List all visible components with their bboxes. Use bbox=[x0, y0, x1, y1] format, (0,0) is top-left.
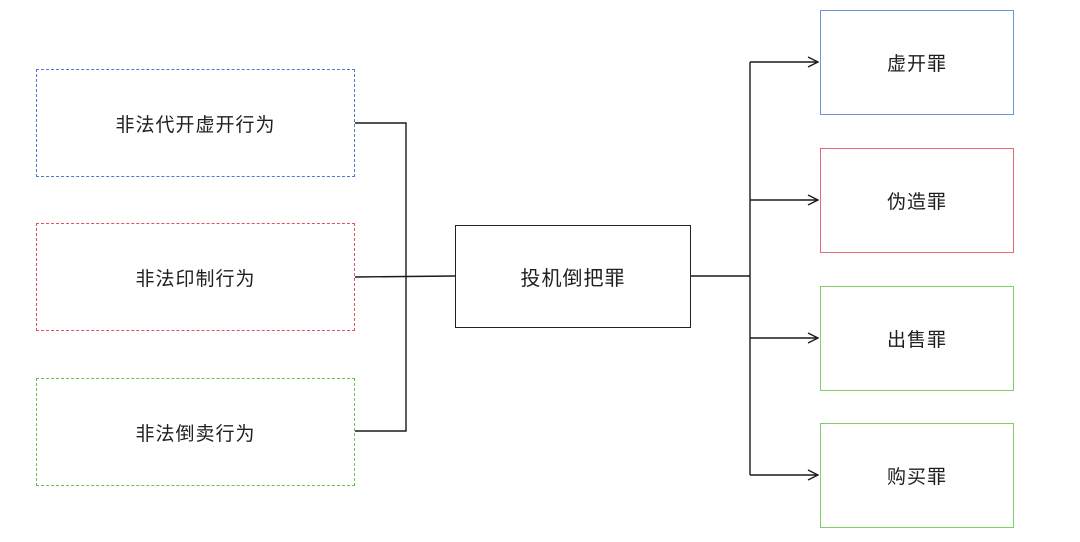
node-forgery-crime: 伪造罪 bbox=[820, 148, 1014, 253]
node-label: 非法倒卖行为 bbox=[135, 422, 256, 445]
node-label: 投机倒把罪 bbox=[520, 266, 626, 290]
node-illegal-printing-behavior: 非法印制行为 bbox=[36, 223, 355, 331]
node-buying-crime: 购买罪 bbox=[820, 423, 1014, 528]
node-false-issuing-crime: 虚开罪 bbox=[820, 10, 1014, 115]
node-label: 伪造罪 bbox=[886, 191, 947, 213]
node-illegal-issuing-behavior: 非法代开虚开行为 bbox=[36, 69, 355, 177]
node-label: 虚开罪 bbox=[886, 53, 947, 75]
node-selling-crime: 出售罪 bbox=[820, 286, 1014, 391]
node-illegal-reselling-behavior: 非法倒卖行为 bbox=[36, 378, 355, 486]
node-speculation-crime: 投机倒把罪 bbox=[455, 225, 691, 328]
node-label: 非法代开虚开行为 bbox=[115, 113, 276, 136]
left-to-center-connector bbox=[354, 275, 456, 278]
node-label: 出售罪 bbox=[886, 329, 947, 351]
node-label: 购买罪 bbox=[886, 466, 947, 488]
node-label: 非法印制行为 bbox=[135, 267, 256, 290]
